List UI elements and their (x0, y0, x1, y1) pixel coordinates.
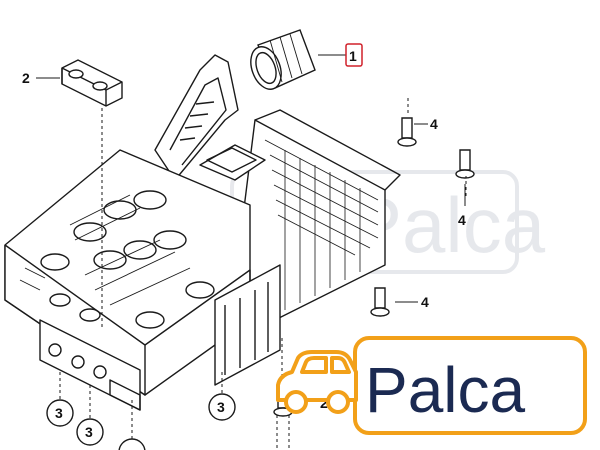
callout-3-a: 3 (46, 399, 74, 427)
car-icon (276, 350, 358, 414)
logo-text: Palca (365, 354, 526, 426)
callout-2-label: 2 (22, 70, 30, 86)
callout-2-lower-label: 2 (320, 395, 328, 411)
callout-1-label: 1 (349, 48, 357, 64)
part-1-sleeve (250, 29, 316, 90)
callout-3-c-label: 3 (217, 399, 225, 415)
part-2-seal (61, 59, 123, 107)
callout-2: 2 (22, 70, 30, 86)
valve-body-assembly (4, 54, 401, 411)
callout-3-a-label: 3 (55, 405, 63, 421)
callout-4-b: 4 (458, 212, 466, 228)
callout-3-b-label: 3 (85, 424, 93, 440)
callout-2-lower: 2 (320, 395, 328, 411)
callout-4-c: 4 (421, 294, 429, 310)
leader-lines (36, 54, 467, 450)
callout-1: 1 (345, 43, 363, 67)
callout-4-b-label: 4 (458, 212, 466, 228)
callout-3-d (118, 438, 146, 450)
callout-3-c: 3 (208, 393, 236, 421)
callout-4-a: 4 (430, 116, 438, 132)
callout-4-a-label: 4 (430, 116, 438, 132)
callout-3-b: 3 (76, 418, 104, 446)
palca-logo: Palca (276, 336, 587, 435)
callout-4-c-label: 4 (421, 294, 429, 310)
